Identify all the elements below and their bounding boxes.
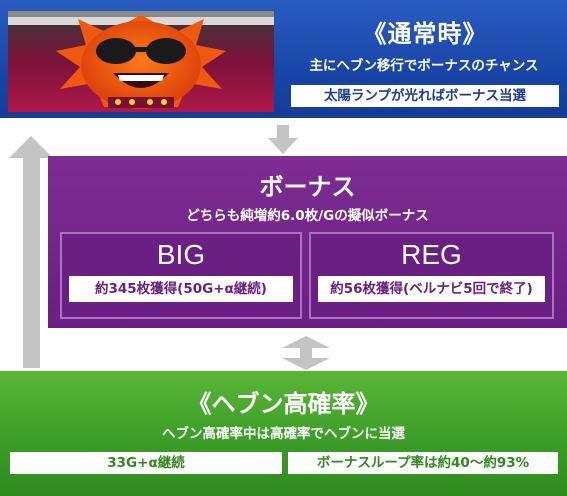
heaven-loop-rate: ボーナスループ率は約40～約93% — [288, 452, 558, 474]
arrow-down-icon — [268, 125, 298, 154]
arrow-up-shaft — [23, 156, 40, 368]
normal-state-note: 太陽ランプが光ればボーナス当選 — [291, 85, 559, 107]
bonus-title: ボーナス — [259, 173, 356, 201]
arrow-up-icon — [9, 136, 53, 158]
heaven-panel: 《ヘブン高確率》 ヘブン高確率中は高確率でヘブンに当選 33G+α継続 ボーナス… — [0, 371, 567, 496]
double-arrow-icon — [282, 336, 330, 370]
heaven-continuation: 33G+α継続 — [10, 452, 282, 474]
bonus-description: どちらも純増約6.0枚/Gの擬似ボーナス — [186, 208, 429, 224]
normal-state-panel: 《通常時》 主にヘブン移行でボーナスのチャンス 太陽ランプが光ればボーナス当選 — [0, 0, 567, 118]
reg-bonus-detail: 約56枚獲得(ベルナビ5回で終了) — [318, 276, 545, 302]
heaven-description: ヘブン高確率中は高確率でヘブンに当選 — [162, 426, 405, 442]
big-bonus-card: BIG 約345枚獲得(50G+α継続) — [60, 232, 302, 319]
big-bonus-detail: 約345枚獲得(50G+α継続) — [69, 276, 293, 302]
big-bonus-title: BIG — [156, 239, 206, 270]
bonus-panel: ボーナス どちらも純増約6.0枚/Gの擬似ボーナス BIG 約345枚獲得(50… — [48, 156, 567, 328]
normal-state-description: 主にヘブン移行でボーナスのチャンス — [309, 58, 539, 74]
normal-state-title: 《通常時》 — [362, 20, 488, 48]
heaven-title: 《ヘブン高確率》 — [187, 390, 380, 418]
reg-bonus-card: REG 約56枚獲得(ベルナビ5回で終了) — [309, 232, 554, 319]
reg-bonus-title: REG — [401, 239, 462, 270]
sun-character-image — [8, 11, 274, 112]
